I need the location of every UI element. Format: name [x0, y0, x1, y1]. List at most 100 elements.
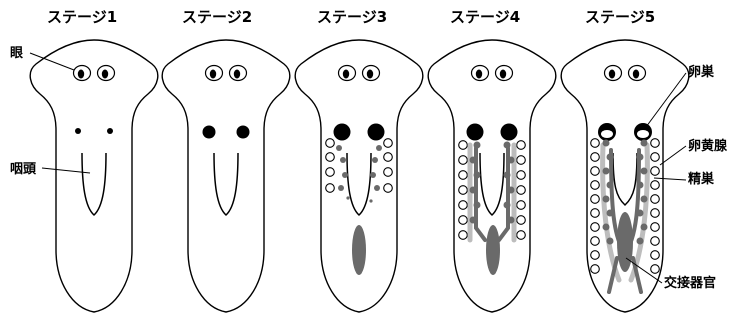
vitellarium: [517, 141, 526, 150]
vitellarium: [651, 181, 660, 190]
testis: [603, 224, 610, 231]
vitellarium: [591, 167, 600, 176]
vitellarium: [591, 251, 600, 260]
vitellarium: [384, 153, 393, 162]
copulatory-organ: [486, 225, 500, 275]
ovary-primordium: [75, 128, 81, 134]
vitellarium: [591, 223, 600, 232]
testis: [607, 238, 614, 245]
testis: [374, 185, 380, 191]
testis: [641, 168, 648, 175]
ovary: [368, 124, 385, 141]
eye-pupil: [367, 70, 373, 79]
vitellarium: [651, 195, 660, 204]
testis: [346, 196, 349, 199]
vitellarium: [517, 216, 526, 225]
testis: [641, 196, 648, 203]
vitellarium: [459, 141, 468, 150]
planarian-stage-1: [30, 40, 158, 312]
stage-3-title: ステージ3: [317, 8, 387, 26]
vitellarium: [459, 231, 468, 240]
vitellarium: [591, 265, 600, 274]
testis: [641, 140, 648, 147]
vitellarium: [517, 156, 526, 165]
label-eye: 眼: [10, 46, 24, 61]
vitellarium: [326, 184, 335, 193]
vitellarium: [651, 153, 660, 162]
planarian-stage-4: [428, 40, 556, 312]
vitellarium: [651, 237, 660, 246]
label-vitellaria: 卵黄腺: [688, 138, 728, 154]
vitellarium: [517, 231, 526, 240]
vitellarium: [591, 237, 600, 246]
vitellarium: [651, 139, 660, 148]
vitellarium: [459, 156, 468, 165]
label-ovary: 卵巣: [688, 64, 715, 80]
label-pharynx: 咽頭: [10, 162, 37, 177]
vitellarium: [591, 181, 600, 190]
testis: [338, 185, 344, 191]
vitellarium: [651, 209, 660, 218]
ovary: [334, 124, 351, 141]
testis: [369, 199, 372, 202]
testis: [372, 157, 378, 163]
ovary: [467, 124, 484, 141]
vitellarium: [651, 223, 660, 232]
planarian-stage-3: [295, 40, 423, 312]
testis: [342, 172, 348, 178]
vitellarium: [384, 139, 393, 148]
ovary: [501, 124, 518, 141]
vitellarium: [459, 201, 468, 210]
testis: [370, 172, 376, 178]
label-testes: 精巣: [688, 171, 715, 187]
vitellarium: [459, 216, 468, 225]
vitellarium: [326, 153, 335, 162]
ovary-lumen: [637, 130, 649, 138]
vitellarium: [591, 195, 600, 204]
eye-pupil: [234, 70, 240, 79]
stage-1-title: ステージ1: [47, 8, 117, 26]
eye-pupil: [500, 70, 506, 79]
eye-pupil: [476, 70, 482, 79]
vitellarium: [326, 139, 335, 148]
vitellarium: [517, 201, 526, 210]
vitellarium: [651, 251, 660, 260]
label-copulatory-organ: 交接器官: [664, 275, 716, 291]
vitellarium: [326, 168, 335, 177]
ovary: [203, 126, 216, 139]
vitellarium: [651, 265, 660, 274]
stage-4-title: ステージ4: [450, 8, 520, 26]
vitellarium: [384, 168, 393, 177]
testis: [340, 157, 346, 163]
testis: [637, 238, 644, 245]
eye-pupil: [609, 70, 615, 79]
testis: [603, 196, 610, 203]
ovary: [237, 126, 250, 139]
body-outline: [162, 40, 290, 312]
copulatory-organ: [617, 212, 633, 272]
vitellarium: [517, 186, 526, 195]
copulatory-organ: [352, 225, 366, 275]
leader-vitellaria: [660, 146, 686, 165]
vitellarium: [384, 184, 393, 193]
vitellarium: [591, 153, 600, 162]
planarian-stage-2: [162, 40, 290, 312]
eye-pupil: [633, 70, 639, 79]
vitellarium: [517, 171, 526, 180]
vitellarium: [459, 171, 468, 180]
testis: [641, 224, 648, 231]
eye-pupil: [78, 70, 84, 79]
eye-pupil: [210, 70, 216, 79]
vitellarium: [459, 186, 468, 195]
eye-pupil: [343, 70, 349, 79]
body-outline: [30, 40, 158, 312]
ovary-primordium: [107, 128, 113, 134]
planarian-stage-5: [561, 40, 689, 312]
testis: [603, 168, 610, 175]
vitellarium: [591, 209, 600, 218]
stage-2-title: ステージ2: [182, 8, 252, 26]
ovary-lumen: [601, 130, 613, 138]
eye-pupil: [102, 70, 108, 79]
vitellarium: [651, 167, 660, 176]
